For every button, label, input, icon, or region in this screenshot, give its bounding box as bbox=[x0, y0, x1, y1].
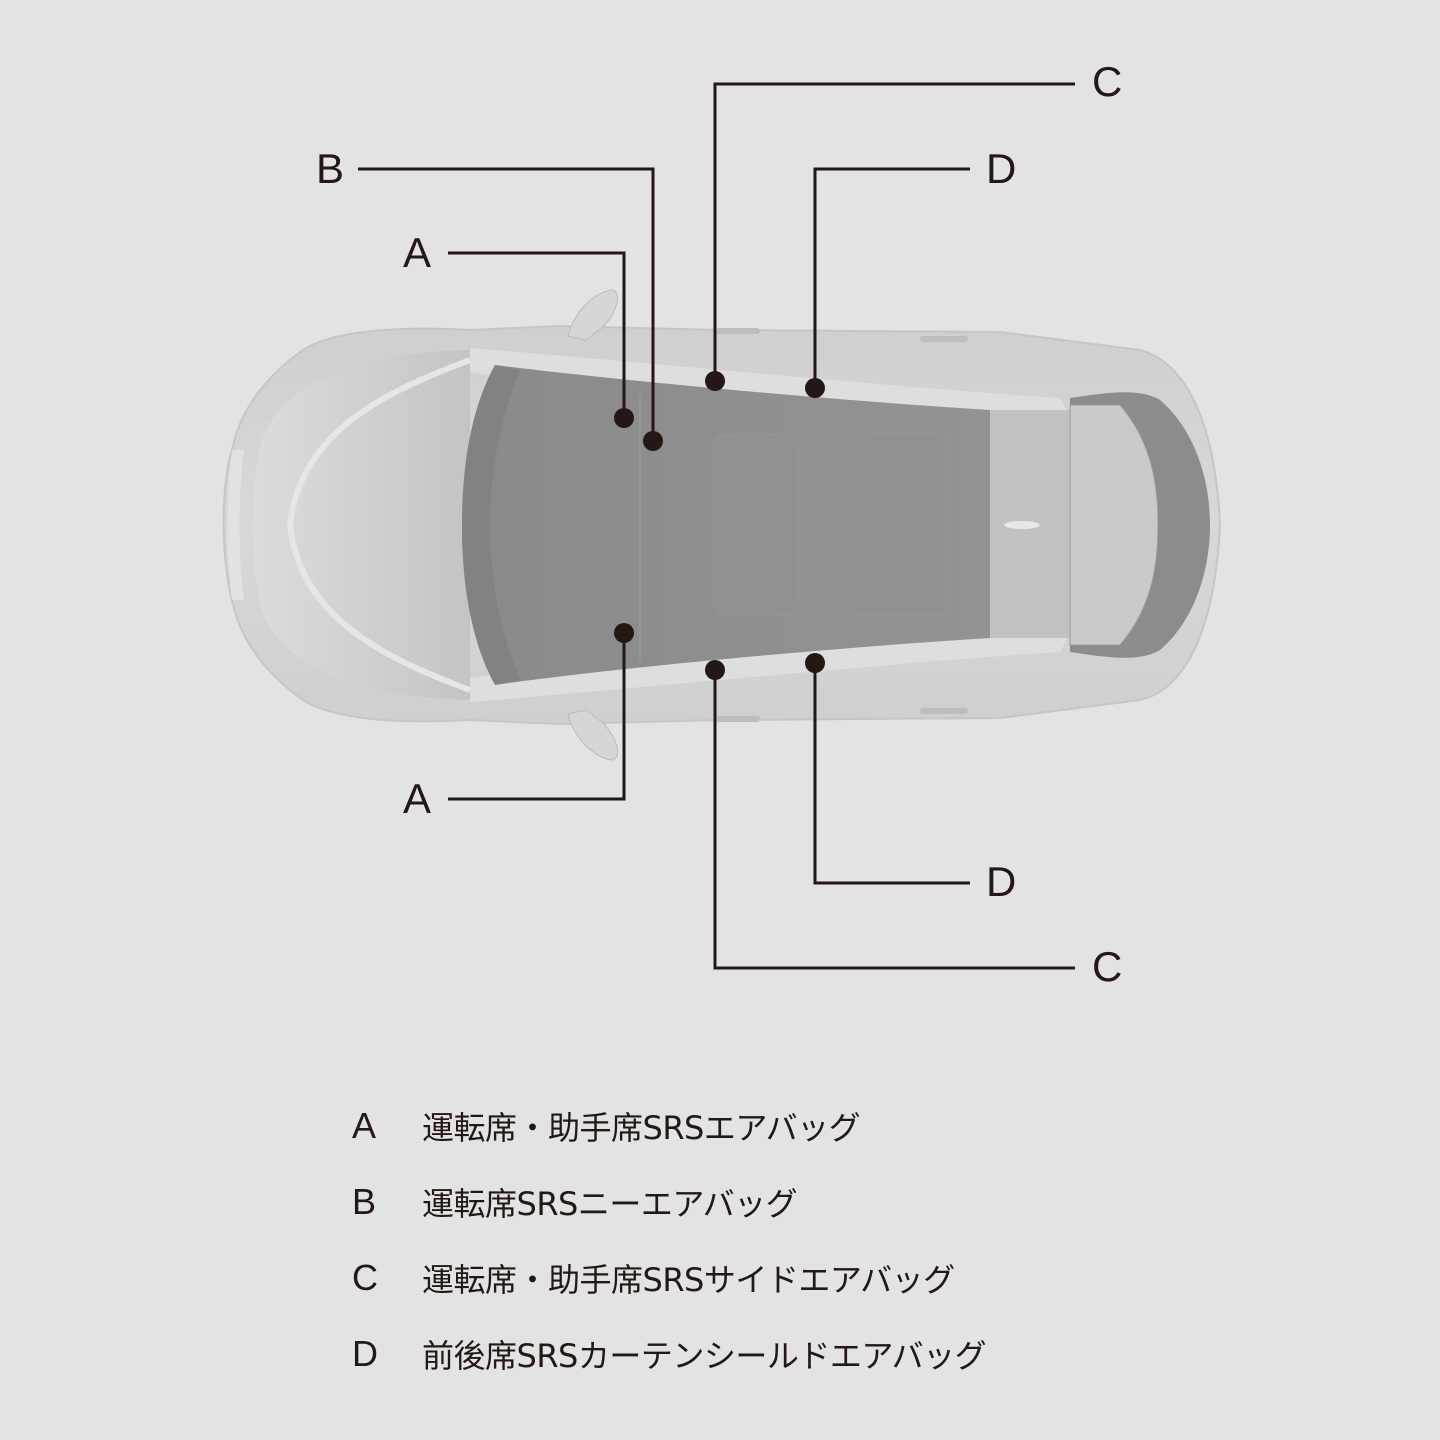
callout-dot-d-bottom bbox=[805, 653, 825, 673]
callout-line-b-top bbox=[358, 167, 655, 441]
callout-line-d-bottom bbox=[813, 663, 970, 885]
legend-key: C bbox=[352, 1257, 378, 1298]
callout-label-d-top: D bbox=[986, 145, 1017, 192]
callout-dot-a-bottom bbox=[614, 623, 634, 643]
legend-item-b: B 運転席SRSニーエアバッグ bbox=[352, 1164, 986, 1240]
callout-lines bbox=[358, 82, 1075, 970]
callout-label-a-bottom: A bbox=[403, 775, 432, 822]
airbag-diagram: C B D A A D C bbox=[222, 58, 1222, 990]
legend-text: 前後席SRSカーテンシールドエアバッグ bbox=[422, 1337, 987, 1375]
callout-label-b-top: B bbox=[316, 145, 345, 192]
rear-hatch bbox=[990, 392, 1210, 658]
legend-text: 運転席SRSニーエアバッグ bbox=[422, 1185, 798, 1223]
door-handles bbox=[716, 328, 968, 722]
glass-roof bbox=[462, 365, 990, 685]
callout-dot-c-bottom bbox=[705, 660, 725, 680]
callout-label-a-top: A bbox=[403, 229, 432, 276]
callout-dot-d-top bbox=[805, 378, 825, 398]
car-top-view bbox=[222, 82, 1222, 970]
callout-line-d-top bbox=[813, 167, 970, 388]
callout-dot-c-top bbox=[705, 371, 725, 391]
legend-item-a: A 運転席・助手席SRSエアバッグ bbox=[352, 1088, 986, 1164]
legend: A 運転席・助手席SRSエアバッグ B 運転席SRSニーエアバッグ C 運転席・… bbox=[352, 1088, 987, 1392]
callout-dot-a-top bbox=[614, 408, 634, 428]
callout-label-c-top: C bbox=[1092, 58, 1123, 105]
legend-text: 運転席・助手席SRSサイドエアバッグ bbox=[422, 1261, 955, 1299]
legend-text: 運転席・助手席SRSエアバッグ bbox=[422, 1109, 861, 1147]
legend-key: D bbox=[352, 1333, 378, 1374]
side-mirrors bbox=[567, 289, 619, 761]
callout-line-a-bottom bbox=[448, 633, 626, 801]
legend-item-c: C 運転席・助手席SRSサイドエアバッグ bbox=[352, 1240, 986, 1316]
callout-line-a-top bbox=[448, 251, 626, 418]
callout-line-c-bottom bbox=[713, 670, 1075, 970]
callout-label-c-bottom: C bbox=[1092, 943, 1123, 990]
callout-line-c-top bbox=[713, 82, 1075, 381]
legend-key: A bbox=[352, 1105, 377, 1146]
callout-dot-b-top bbox=[643, 431, 663, 451]
legend-item-d: D 前後席SRSカーテンシールドエアバッグ bbox=[352, 1316, 987, 1392]
callout-label-d-bottom: D bbox=[986, 858, 1017, 905]
legend-key: B bbox=[352, 1181, 377, 1222]
